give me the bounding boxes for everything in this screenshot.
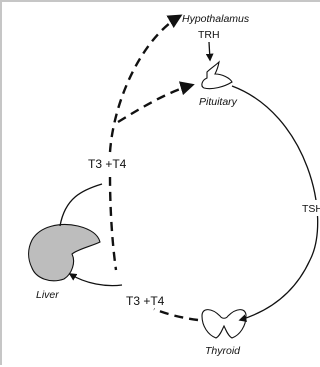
t3t4-to-liver-line — [59, 183, 103, 227]
t3t4-lower-label: T3 +T4 — [126, 294, 165, 308]
t3t4-to-liver-arrow — [68, 273, 123, 287]
liver-organ — [28, 223, 101, 282]
pituitary-gland — [201, 60, 233, 90]
hypothalamus-label: Hypothalamus — [182, 13, 250, 25]
trh-arrow — [205, 41, 214, 62]
thyroid-to-t3t4-dashed-line — [153, 307, 199, 322]
tsh-label: TSH — [302, 203, 320, 215]
liver-label: Liver — [36, 289, 59, 301]
thyroid-gland — [201, 309, 247, 339]
tsh-arrow — [231, 85, 319, 322]
feedback-to-hypothalamus-arrow — [108, 14, 183, 153]
t3t4-vertical-dashed-line — [108, 176, 118, 271]
thyroid-label: Thyroid — [205, 345, 241, 357]
t3t4-upper-label: T3 +T4 — [88, 157, 127, 171]
pituitary-label: Pituitary — [199, 96, 238, 108]
tsh-label-bg — [300, 200, 320, 216]
trh-label: TRH — [198, 29, 220, 41]
feedback-to-pituitary-arrow — [117, 81, 195, 124]
